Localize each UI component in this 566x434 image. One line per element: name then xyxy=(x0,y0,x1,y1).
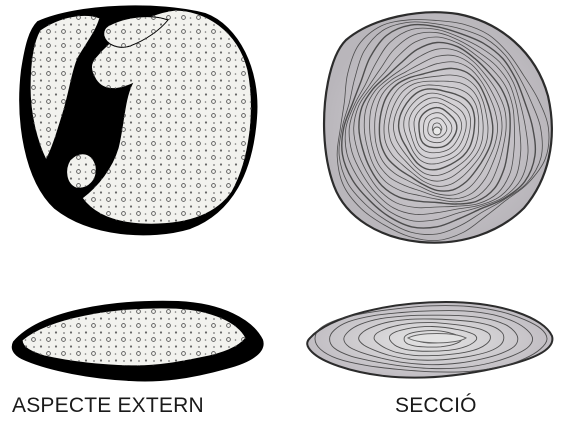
nodule-exterior-flat xyxy=(13,302,263,381)
caption-external-aspect: ASPECTE EXTERN xyxy=(12,394,204,418)
nodule-section-top xyxy=(324,12,552,242)
nodule-exterior-top xyxy=(20,6,256,234)
section-center xyxy=(433,127,441,135)
lens-core xyxy=(408,334,466,343)
nodule-section-flat xyxy=(307,302,552,378)
caption-section: SECCIÓ xyxy=(395,394,477,418)
